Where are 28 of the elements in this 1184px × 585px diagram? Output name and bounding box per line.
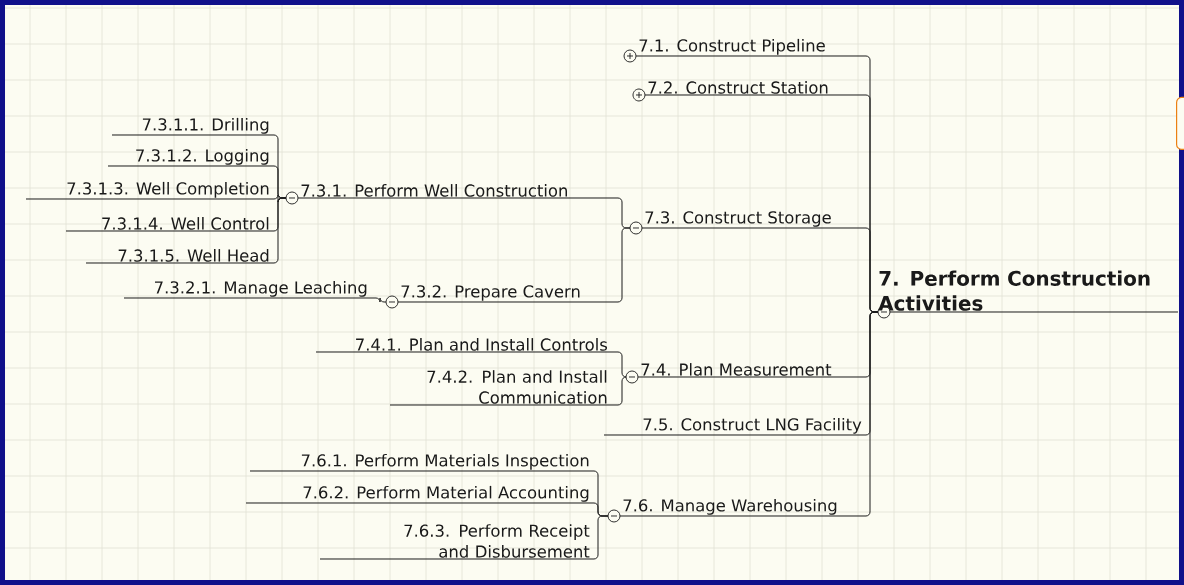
topic-label: 7.3.1.4. Well Control: [65, 217, 275, 232]
branch-line: [273, 197, 287, 264]
topic-label: 7.1. Construct Pipeline: [623, 38, 867, 63]
topic-label: 7.3.2.1. Manage Leaching: [123, 280, 373, 299]
topic-label: 7.3.1.5. Well Head: [85, 249, 275, 264]
branch-line: [611, 351, 627, 378]
topic-label: 7.3. Construct Storage: [629, 211, 867, 235]
root-topic: 7. Perform Construction Activities: [877, 270, 1179, 319]
topic-label: 7.4.1. Plan and Install Controls: [315, 338, 613, 353]
topic-label: 7.4.2. Plan and Install Communication: [389, 370, 613, 406]
box-edge: [1176, 96, 1184, 150]
topic-label: 7.6.2. Perform Material Accounting: [245, 485, 595, 504]
topic-label: 7.3.1. Perform Well Construction: [285, 184, 619, 205]
branch-line: [593, 515, 609, 560]
topic-label: 7.3.1.1. Drilling: [111, 117, 275, 136]
topic-label: 7.4. Plan Measurement: [625, 363, 867, 384]
branch-line: [617, 227, 631, 303]
topic-label: 7.3.1.2. Logging: [107, 148, 275, 167]
branch-line: [371, 297, 387, 303]
topic-label: 7.3.2. Prepare Cavern: [385, 285, 619, 309]
topic-label: 7.3.1.3. Well Completion: [25, 181, 275, 200]
topic-label: 7.6.3. Perform Receipt and Disbursement: [319, 524, 595, 560]
topic-label: 7.2. Construct Station: [632, 81, 867, 102]
branch-line: [865, 311, 879, 517]
topic-label: 7.6.1. Perform Materials Inspection: [249, 453, 595, 472]
branch-line: [611, 376, 627, 406]
topic-label: 7.5. Construct LNG Facility: [603, 417, 867, 436]
topic-label: 7.6. Manage Warehousing: [607, 498, 867, 523]
